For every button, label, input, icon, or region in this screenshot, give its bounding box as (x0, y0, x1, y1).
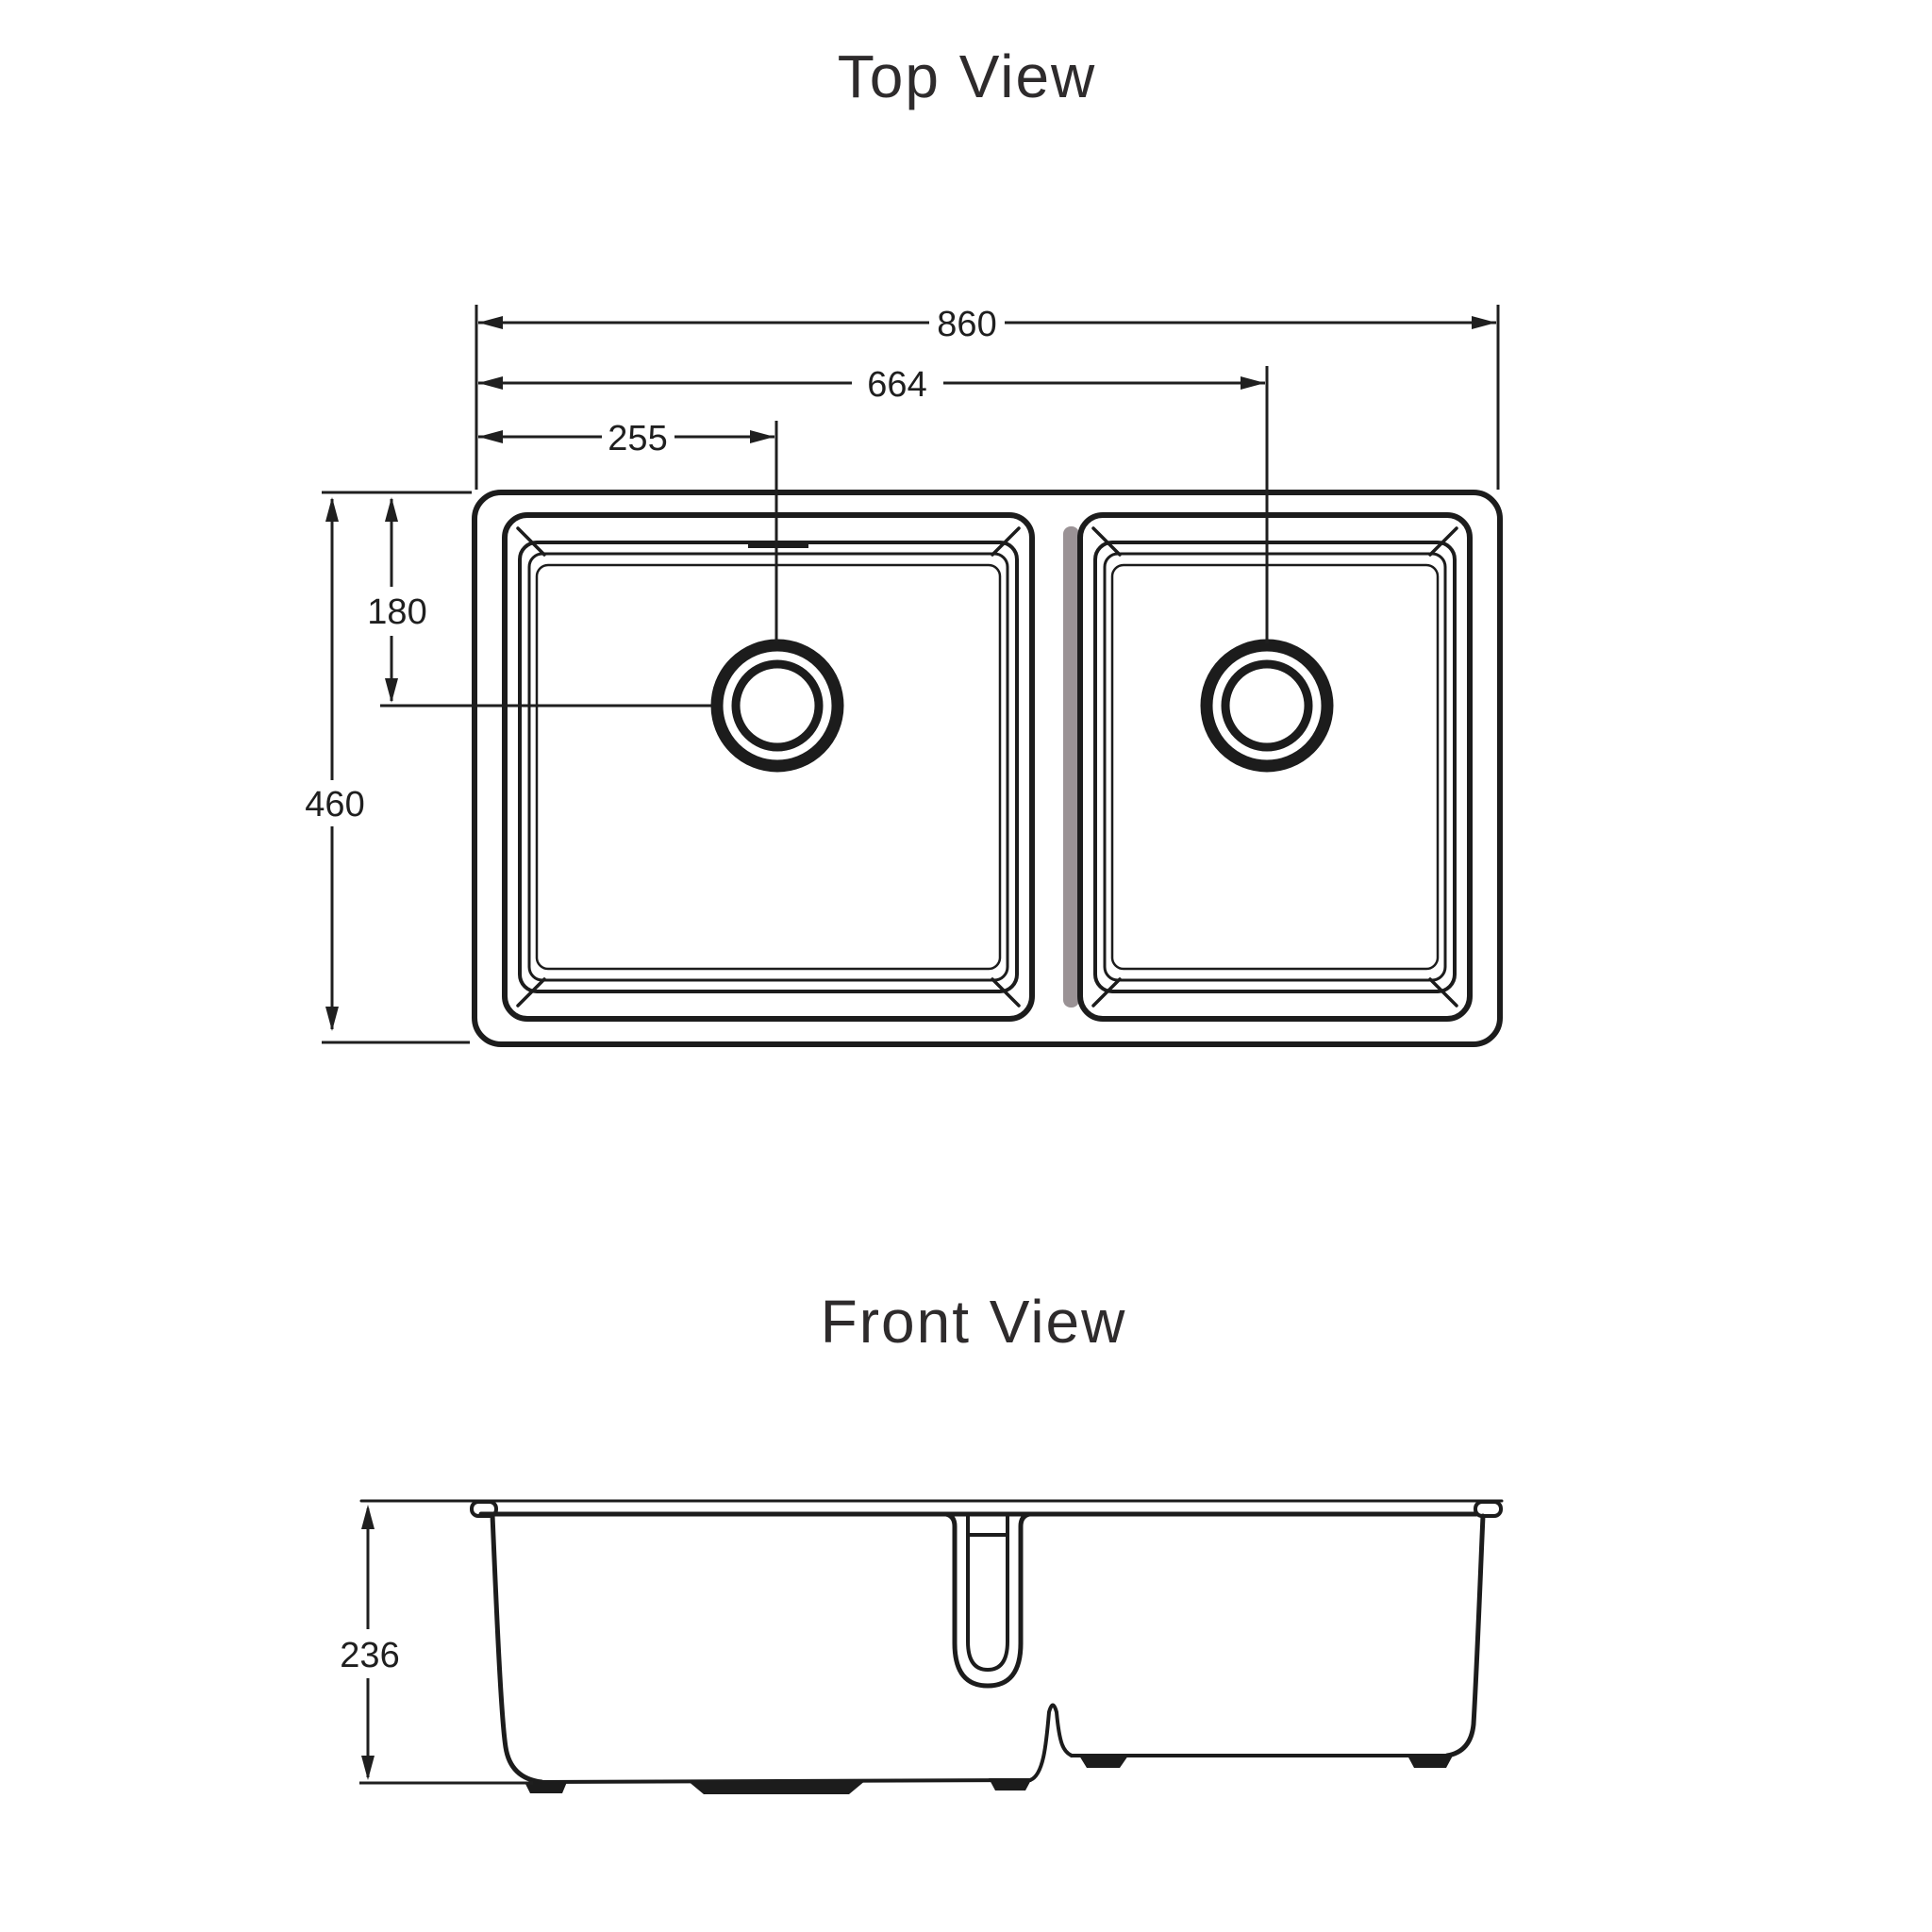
corner-tick (1428, 977, 1458, 1008)
arrowhead-up (361, 1505, 375, 1529)
arrowhead-right (1472, 316, 1496, 329)
dim-label-left-drain-offset: 255 (608, 419, 667, 458)
corner-tick (991, 526, 1021, 557)
left-bowl-edge (502, 512, 1035, 1022)
arrowhead-down (325, 1007, 339, 1031)
right-drain-outer-ring (1200, 639, 1334, 773)
foot-pad (1079, 1756, 1128, 1768)
dim-label-overall-depth: 460 (305, 785, 364, 824)
left-bowl-outline (502, 512, 1035, 1022)
right-bowl-bevel-line-2 (1103, 552, 1447, 982)
dimension-drain-from-front: 180 (367, 497, 427, 703)
dimension-left-drain-offset: 255 (478, 419, 774, 458)
right-bowl-bevel-line-3 (1110, 563, 1440, 971)
front-rim-right-cap (1474, 1500, 1503, 1518)
left-drain (710, 639, 844, 773)
arrowhead-left (478, 316, 503, 329)
divider-inner-profile (966, 1512, 1009, 1672)
front-bottom-pads (525, 1756, 1453, 1794)
corner-tick (991, 977, 1021, 1008)
right-drain-inner-ring (1221, 659, 1313, 752)
corner-tick (1091, 526, 1122, 557)
right-bowl-corner-ticks (1091, 526, 1458, 1008)
dimension-right-drain-offset: 664 (478, 365, 1265, 405)
arrowhead-left (478, 430, 503, 443)
top-view-extension-lines (322, 305, 1500, 1044)
front-left-wall (490, 1512, 544, 1785)
arrowhead-right (1241, 376, 1265, 390)
front-center-divider (943, 1511, 1032, 1689)
left-drain-outer-ring (710, 639, 844, 773)
dimension-overall-width: 860 (478, 305, 1496, 344)
corner-tick (516, 526, 546, 557)
front-bowl-divider-ridge (1028, 1703, 1074, 1782)
top-view-outer-rim (472, 490, 1503, 1047)
left-drain-inner-ring (731, 659, 824, 752)
left-bowl-rim-mark (748, 541, 808, 548)
arrowhead-left (478, 376, 503, 390)
dimension-overall-height: 236 (340, 1505, 533, 1785)
center-divider-shading (1063, 526, 1079, 1008)
foot-pad (525, 1782, 567, 1793)
left-bowl-bevel-line-2 (527, 552, 1009, 982)
drain-boss-pad (687, 1780, 866, 1794)
front-view: 236 (340, 1499, 1504, 1794)
divider-outer-profile (943, 1511, 1032, 1689)
dim-label-overall-height: 236 (340, 1636, 399, 1675)
right-bowl-edge (1077, 512, 1473, 1022)
foot-pad (989, 1778, 1032, 1790)
top-view-title: Top View (838, 42, 1097, 110)
dim-label-drain-from-front: 180 (367, 592, 426, 632)
left-bowl-bevel-line-3 (535, 563, 1002, 971)
corner-tick (1428, 526, 1458, 557)
right-drain (1200, 639, 1334, 773)
arrowhead-down (361, 1756, 375, 1780)
corner-tick (1091, 977, 1122, 1008)
right-bowl-outline (1077, 512, 1473, 1022)
top-view: 860 664 255 180 (305, 305, 1503, 1047)
dim-label-right-drain-offset: 664 (867, 365, 926, 405)
front-view-title: Front View (821, 1288, 1127, 1356)
arrowhead-up (385, 497, 398, 522)
corner-tick (516, 977, 546, 1008)
foot-pad (1407, 1756, 1453, 1768)
dimension-overall-depth: 460 (305, 497, 365, 1031)
front-right-wall (1444, 1513, 1486, 1758)
arrowhead-up (325, 497, 339, 522)
left-bowl-corner-ticks (516, 526, 1021, 1008)
arrowhead-right (750, 430, 774, 443)
right-bowl-bevel-line-1 (1093, 541, 1457, 993)
dim-label-overall-width: 860 (937, 305, 996, 344)
arrowhead-down (385, 678, 398, 703)
